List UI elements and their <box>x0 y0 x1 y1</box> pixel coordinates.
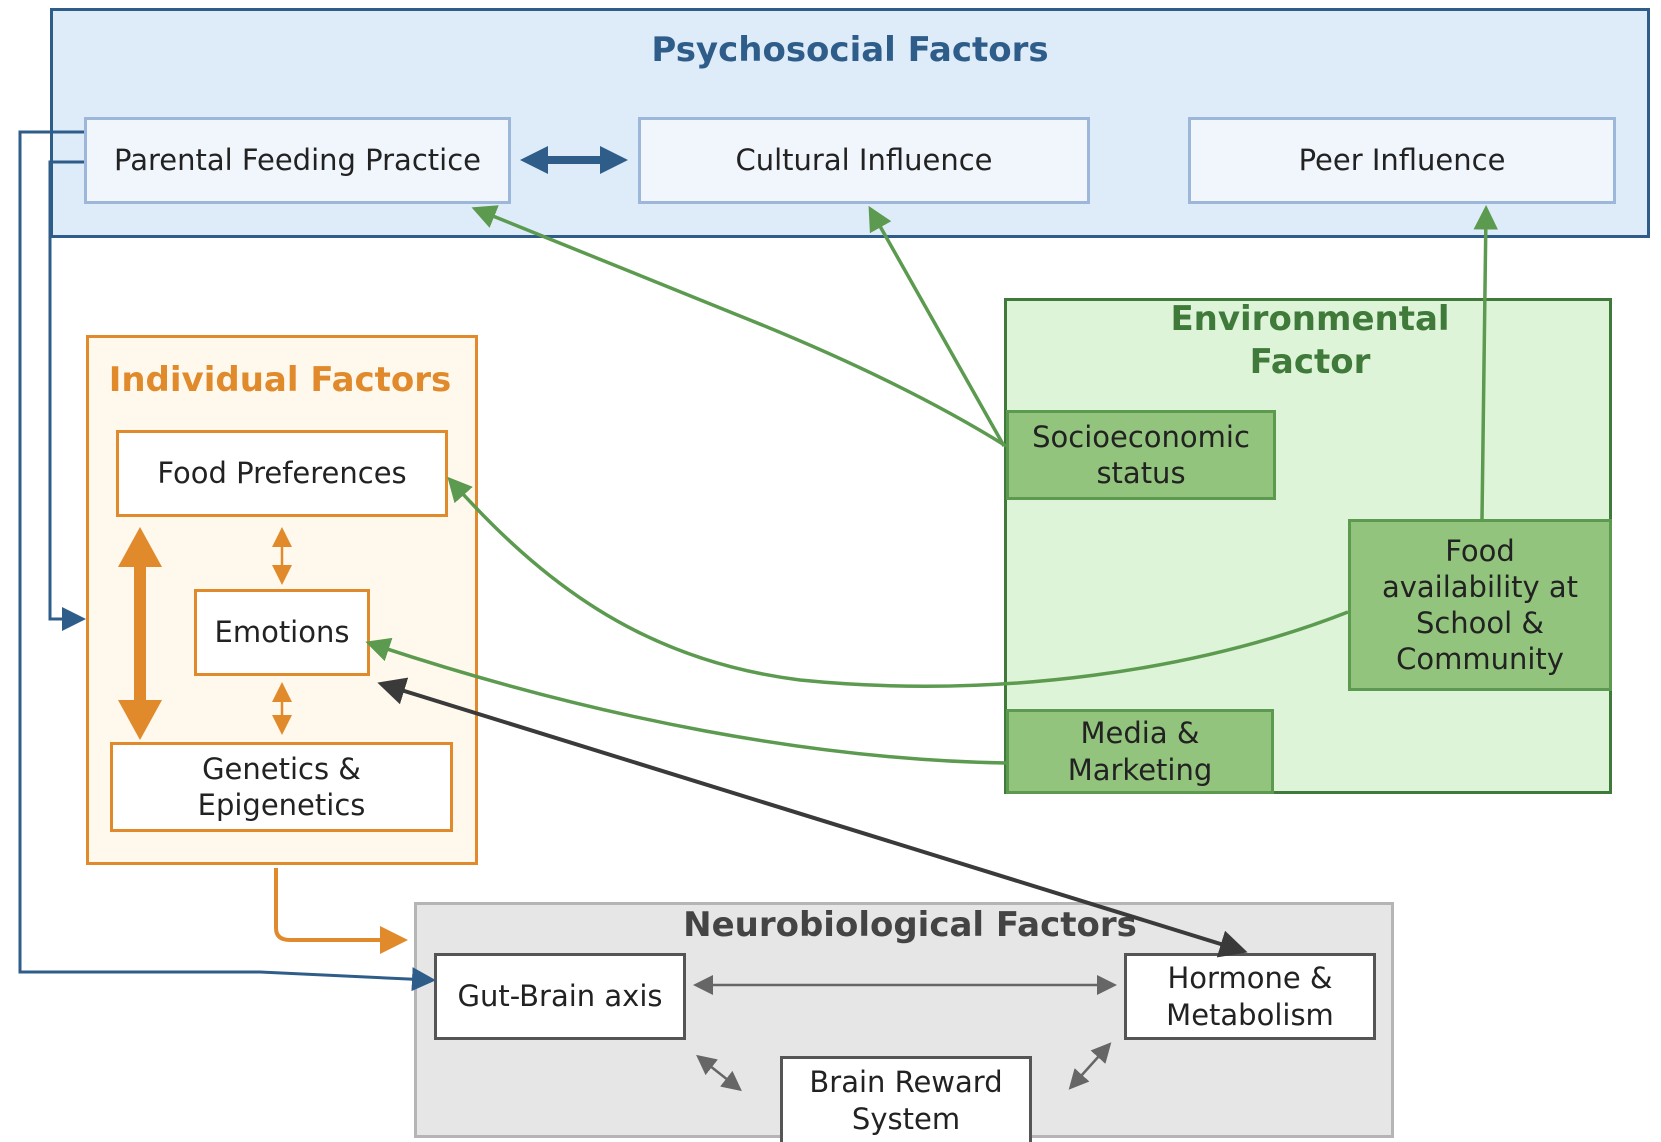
socioeconomic-label-line2: status <box>1096 456 1186 490</box>
hormone-label-line2: Metabolism <box>1166 997 1334 1032</box>
socioeconomic-to-cultural-arrow <box>868 205 1006 447</box>
food-availability-label-line3: School & <box>1415 606 1545 640</box>
parental-to-gut-brain-arrow <box>18 130 436 992</box>
media-to-emotions-arrow <box>365 637 1007 765</box>
socioeconomic-label-line1: Socioeconomic <box>1032 419 1250 454</box>
parental-to-individual-arrow <box>48 160 86 631</box>
food-preferences-node: Food Preferences <box>116 430 448 517</box>
peer-influence-node: Peer Influence <box>1188 117 1616 204</box>
environmental-title: Environmental Factor <box>1100 298 1520 383</box>
genetics-label-line2: Epigenetics <box>197 788 366 822</box>
hormone-metabolism-node: Hormone & Metabolism <box>1124 953 1376 1040</box>
cultural-influence-label: Cultural Influence <box>735 143 993 178</box>
environmental-title-line2: Factor <box>1249 341 1371 382</box>
food-availability-to-food-pref-arrow <box>447 476 1349 688</box>
individual-to-neurobiological-arrow <box>274 868 408 954</box>
food-availability-label-line2: availability at <box>1381 569 1579 604</box>
food-preferences-label: Food Preferences <box>157 456 407 491</box>
emotions-node: Emotions <box>194 589 370 676</box>
psychosocial-title: Psychosocial Factors <box>651 30 1049 70</box>
emotions-hormone-arrow <box>377 677 1248 958</box>
socioeconomic-status-node: Socioeconomic status <box>1006 410 1276 500</box>
hormone-label-line1: Hormone & <box>1167 961 1333 996</box>
food-availability-node: Food availability at School & Community <box>1348 519 1612 691</box>
brain-reward-label-line2: System <box>851 1101 961 1136</box>
cultural-influence-node: Cultural Influence <box>638 117 1090 204</box>
food-availability-label-line4: Community <box>1396 642 1564 677</box>
gut-brain-label: Gut-Brain axis <box>457 979 663 1014</box>
food-availability-label-line1: Food <box>1445 533 1515 568</box>
parental-feeding-label: Parental Feeding Practice <box>114 143 481 178</box>
parental-feeding-practice-node: Parental Feeding Practice <box>84 117 511 204</box>
brain-reward-system-node: Brain Reward System <box>780 1056 1032 1142</box>
parental-cultural-double-arrow <box>520 146 628 174</box>
gut-brain-reward-arrow <box>696 1054 742 1092</box>
hormone-reward-arrow <box>1068 1042 1112 1090</box>
socioeconomic-to-parental-arrow <box>471 205 1007 448</box>
food-availability-to-peer-arrow <box>1473 205 1499 520</box>
environmental-title-line1: Environmental <box>1170 299 1450 339</box>
emotions-label: Emotions <box>214 615 350 650</box>
genetics-label-line1: Genetics & <box>202 751 361 786</box>
brain-reward-label-line1: Brain Reward <box>809 1065 1003 1100</box>
individual-title: Individual Factors <box>108 360 452 400</box>
food-pref-genetics-thick-arrow <box>118 527 162 740</box>
peer-influence-label: Peer Influence <box>1298 143 1506 178</box>
